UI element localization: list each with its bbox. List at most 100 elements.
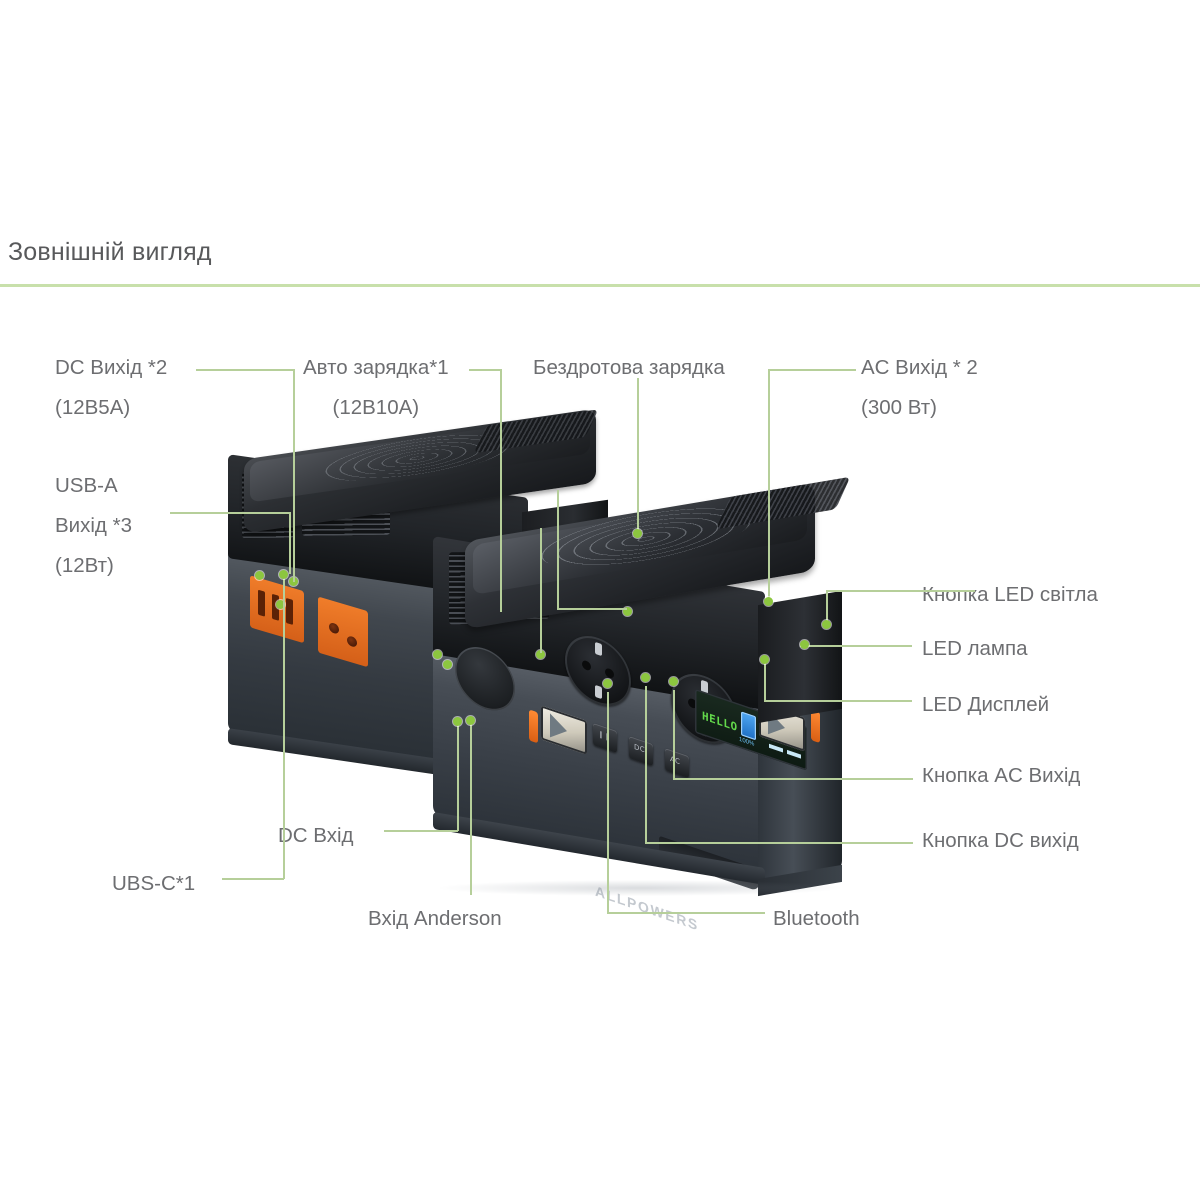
leader-usb-c-h — [222, 878, 284, 880]
drop-shadow — [440, 880, 840, 896]
leader-led-light-button-v — [826, 590, 828, 623]
ac-socket-1-earth-top — [595, 641, 602, 657]
dc-output-port-2-icon — [347, 635, 357, 649]
leader-ac-output-h — [769, 369, 856, 371]
callout-led-display-line1: LED Дисплей — [922, 693, 1050, 716]
leader-ac-output-v — [768, 369, 770, 601]
leader-led-lamp-h — [800, 645, 912, 647]
callout-usb-c-line1: UBS-C*1 — [112, 872, 196, 895]
callout-ac-output-line1: AC Вихід * 2 — [861, 356, 978, 379]
ac-socket-1-earth-bottom — [595, 684, 602, 700]
callout-led-light-button-line1: Кнопка LED світла — [922, 583, 1098, 606]
callout-dc-output-line1: DC Вихід *2 — [55, 356, 168, 379]
leader-wireless-v — [637, 378, 639, 534]
callout-usb-a-line1: USB-A — [55, 474, 118, 497]
bluetooth-icon: ❙❙ — [598, 729, 611, 742]
usb-a-port-3-icon — [286, 597, 293, 625]
leader-auto-charge-v — [500, 369, 502, 612]
callout-usb-a-output: USB-A Вихід *3 (12Вт) — [55, 466, 132, 586]
led-light-button-front[interactable] — [529, 709, 538, 744]
callout-anderson-input-line1: Вхід Anderson — [368, 907, 502, 930]
callout-usb-a-line2: Вихід *3 — [55, 514, 132, 537]
callout-auto-charge: Авто зарядка*1 (12В10А) — [303, 348, 449, 428]
marker-front-anderson — [443, 660, 452, 669]
callout-bluetooth: Bluetooth — [773, 899, 860, 939]
callout-led-display: LED Дисплей — [922, 685, 1049, 725]
leader-bluetooth-h — [693, 912, 765, 914]
callout-usb-a-line3: (12Вт) — [55, 554, 114, 577]
leader-dc-button-v — [645, 686, 647, 843]
leader-ac-button-v — [673, 690, 675, 779]
callout-wireless-charging: Бездротова зарядка — [533, 348, 725, 388]
leader-dc-input-h — [384, 830, 458, 832]
callout-anderson-input: Вхід Anderson — [368, 899, 502, 939]
leader-usb-c-v — [283, 578, 285, 879]
dc-output-port-1-icon — [329, 621, 339, 635]
leader-led-light-button-h — [903, 590, 975, 592]
callout-dc-output-line2: (12В5А) — [55, 396, 131, 419]
led-light-button-side[interactable] — [811, 709, 820, 744]
leader-dc-output-h — [196, 369, 294, 371]
leader-front-knob-v — [540, 528, 542, 653]
marker-ac-button — [669, 677, 678, 686]
callout-auto-charge-line1: Авто зарядка*1 — [303, 356, 449, 379]
callout-led-lamp: LED лампа — [922, 629, 1028, 669]
marker-led-lamp — [800, 640, 809, 649]
marker-dc-input — [453, 717, 462, 726]
marker-usb-a — [255, 571, 264, 580]
leader-led-display-h — [764, 700, 912, 702]
callout-ac-output-button-line1: Кнопка AC Вихід — [922, 764, 1081, 787]
callout-dc-output-button: Кнопка DC вихід — [922, 821, 1079, 861]
usb-a-port-1-icon — [258, 589, 265, 617]
callout-bluetooth-line1: Bluetooth — [773, 907, 860, 930]
battery-level-icon — [741, 711, 756, 741]
marker-led-light-button — [822, 620, 831, 629]
marker-anderson — [466, 716, 475, 725]
leader-led-light-button-h2 — [827, 590, 905, 592]
leader-ac-output-2-h — [557, 608, 627, 610]
marker-led-display — [760, 655, 769, 664]
leader-bluetooth-h2 — [607, 912, 695, 914]
marker-ac-output-2 — [623, 607, 632, 616]
front-body-right-face — [758, 590, 842, 724]
callout-ac-output-button: Кнопка AC Вихід — [922, 756, 1080, 796]
leader-ac-button-h — [673, 778, 913, 780]
callout-dc-input: DC Вхід — [278, 816, 354, 856]
leader-auto-charge-h — [469, 369, 501, 371]
display-readout-1 — [769, 743, 783, 753]
title-divider — [0, 284, 1200, 287]
leader-ac-output-2-v — [557, 490, 559, 608]
callout-dc-output: DC Вихід *2 (12В5А) — [55, 348, 167, 428]
leader-anderson-v — [470, 723, 472, 895]
callout-auto-charge-line2: (12В10А) — [332, 396, 420, 419]
leader-bluetooth-v — [607, 692, 609, 913]
display-readout-2 — [787, 749, 801, 759]
leader-led-display-v — [764, 660, 766, 701]
callout-led-light-button: Кнопка LED світла — [922, 575, 1098, 615]
callout-led-lamp-line1: LED лампа — [922, 637, 1028, 660]
marker-bluetooth — [603, 679, 612, 688]
callout-ac-output-line2: (300 Вт) — [861, 396, 937, 419]
callout-usb-c: UBS-C*1 — [112, 864, 195, 904]
ac-socket-1-hole-right — [605, 667, 614, 679]
leader-dc-output-v — [293, 369, 295, 528]
marker-ac-output — [764, 597, 773, 606]
callout-ac-output: AC Вихід * 2 (300 Вт) — [861, 348, 978, 428]
callout-dc-input-line1: DC Вхід — [278, 824, 354, 847]
marker-usb-c — [279, 570, 288, 579]
callout-wireless-charging-line1: Бездротова зарядка — [533, 356, 725, 379]
front-power-station: ALLPOWERS HELLO — [425, 476, 855, 934]
marker-dc-button — [641, 673, 650, 682]
marker-wireless — [633, 529, 642, 538]
marker-front-knob — [536, 650, 545, 659]
leader-dc-input-v — [457, 724, 459, 831]
leader-usb-a-h — [170, 512, 290, 514]
leader-usb-a-v — [289, 512, 291, 574]
marker-auto-charge — [276, 600, 285, 609]
ac-socket-1-hole-left — [582, 659, 591, 671]
leader-dc-output-v2 — [293, 528, 295, 582]
page-title: Зовнішній вигляд — [8, 238, 212, 266]
display-greeting-text: HELLO — [702, 709, 738, 735]
callout-dc-output-button-line1: Кнопка DC вихід — [922, 829, 1079, 852]
